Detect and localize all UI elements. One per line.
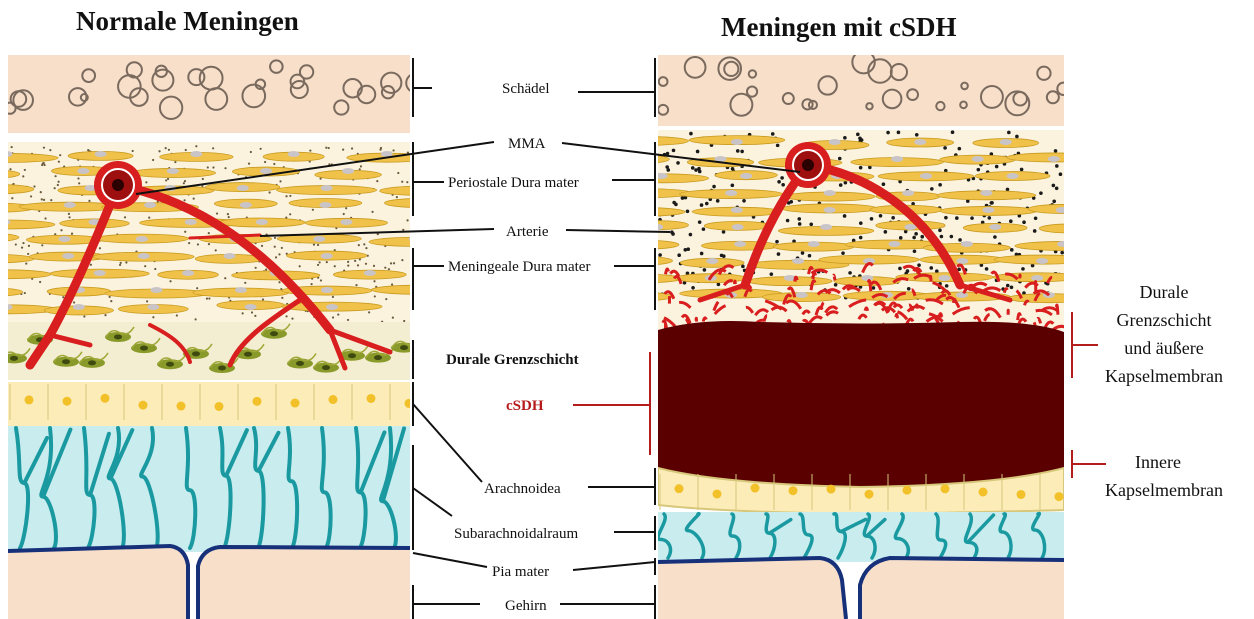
label-periostale-dura: Periostale Dura mater xyxy=(448,175,579,191)
label-outer-capsule-1: Durale xyxy=(1140,282,1189,302)
label-inner-capsule-2: Kapselmembran xyxy=(1105,480,1223,500)
mma-vessel-csdh xyxy=(785,142,831,188)
bracket-outer-capsule xyxy=(1072,312,1098,378)
leader-arterie-right xyxy=(566,230,670,232)
label-meningeale-dura: Meningeale Dura mater xyxy=(448,259,590,275)
label-subarachnoidalraum: Subarachnoidalraum xyxy=(454,526,578,542)
label-csdh: cSDH xyxy=(506,398,544,414)
label-outer-capsule-3: und äußere xyxy=(1124,338,1203,358)
bracket-meningeale-right xyxy=(614,248,655,310)
label-durale-grenzschicht: Durale Grenzschicht xyxy=(446,352,579,368)
bracket-arachnoid-right xyxy=(588,468,655,505)
leader-arachnoidea xyxy=(413,404,482,482)
subarachnoid-space xyxy=(8,426,410,552)
mma-vessel-normal xyxy=(94,161,142,209)
leader-subarach xyxy=(413,488,452,516)
bracket-subarach-right xyxy=(614,516,655,550)
brain-surface xyxy=(8,546,410,619)
normal-meninges-panel xyxy=(0,55,465,619)
leader-pia-right xyxy=(573,562,655,570)
label-gehirn: Gehirn xyxy=(505,598,547,614)
bracket-skull-left xyxy=(413,58,432,117)
label-pia-mater: Pia mater xyxy=(492,564,549,580)
bracket-gehirn-right xyxy=(560,585,655,619)
subdural-hematoma xyxy=(658,321,1064,487)
label-mma: MMA xyxy=(508,136,546,152)
label-inner-capsule-1: Innere xyxy=(1135,452,1181,472)
bracket-inner-capsule xyxy=(1072,450,1106,478)
label-outer-capsule-2: Grenzschicht xyxy=(1117,310,1212,330)
bracket-gehirn-left xyxy=(413,585,480,619)
label-schaedel: Schädel xyxy=(502,81,549,97)
bracket-skull-right xyxy=(578,58,655,117)
bracket-meningeale-left xyxy=(413,248,444,310)
leader-pia-left xyxy=(413,553,487,567)
label-arterie: Arterie xyxy=(506,224,549,240)
label-arachnoidea: Arachnoidea xyxy=(484,481,561,497)
label-outer-capsule-4: Kapselmembran xyxy=(1105,366,1223,386)
bracket-csdh xyxy=(573,352,650,455)
csdh-meninges-panel xyxy=(590,51,1112,619)
